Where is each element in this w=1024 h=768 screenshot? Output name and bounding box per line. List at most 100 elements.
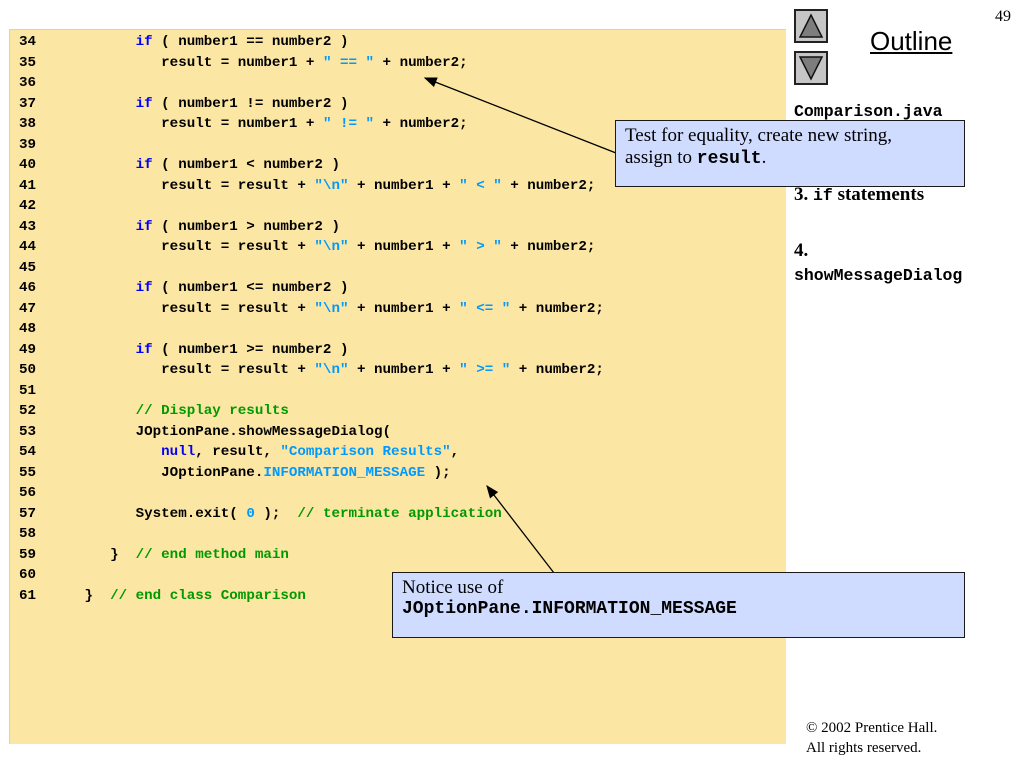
line-number: 60: [19, 567, 37, 583]
line-number: 48: [19, 321, 37, 337]
line-number: 52: [19, 403, 37, 419]
sidebar-item-3-prefix: 3.: [794, 184, 813, 205]
code-token: + number2;: [374, 54, 468, 71]
code-line: 49 if ( number1 >= number2 ): [19, 340, 604, 361]
equality-callout: Test for equality, create new string, as…: [615, 120, 965, 187]
sidebar-item-3-code: if: [813, 186, 833, 205]
code-line: 42: [19, 196, 604, 217]
code-line: 48: [19, 319, 604, 340]
code-line: 58: [19, 524, 604, 545]
sidebar-item-4-code: showMessageDialog: [794, 266, 963, 285]
code-token: result = result +: [59, 362, 315, 378]
line-number: 47: [19, 300, 37, 317]
code-token: );: [254, 505, 298, 522]
line-number: 36: [19, 75, 37, 91]
code-line: 39: [19, 135, 604, 156]
code-token: " >= ": [459, 362, 511, 378]
code-token: " != ": [322, 116, 375, 132]
code-line: 54 null, result, "Comparison Results",: [19, 442, 604, 463]
code-token: " < ": [459, 177, 502, 194]
code-token: + number1 +: [348, 300, 460, 317]
equality-callout-line2: assign to result.: [625, 147, 955, 169]
copyright: © 2002 Prentice Hall. All rights reserve…: [806, 718, 937, 758]
outline-link[interactable]: Outline: [870, 26, 953, 56]
equality-callout-line1: Test for equality, create new string,: [625, 125, 893, 146]
line-number: 34: [19, 34, 37, 50]
code-token: result = result +: [59, 239, 315, 255]
line-number: 59: [19, 546, 37, 563]
copyright-line1: © 2002 Prentice Hall.: [806, 720, 938, 736]
code-token: if: [135, 157, 153, 173]
next-slide-button[interactable]: [794, 51, 828, 85]
line-number: 53: [19, 423, 37, 440]
line-number: 46: [19, 280, 37, 296]
code-token: result = result +: [59, 177, 315, 194]
line-number: 45: [19, 259, 37, 276]
equality-callout-prefix: assign to: [625, 147, 697, 168]
line-number: 35: [19, 54, 37, 71]
code-token: ( number1 != number2 ): [152, 95, 349, 112]
code-line: 47 result = result + "\n" + number1 + " …: [19, 299, 604, 320]
code-line: 34 if ( number1 == number2 ): [19, 32, 604, 53]
code-token: // end class Comparison: [110, 587, 306, 604]
code-token: ,: [450, 444, 460, 460]
code-token: ( number1 == number2 ): [152, 34, 349, 50]
code-token: " <= ": [459, 300, 511, 317]
line-number: 55: [19, 464, 37, 481]
copyright-line2: All rights reserved.: [806, 740, 922, 756]
code-token: null: [161, 444, 196, 460]
code-token: );: [425, 464, 451, 481]
line-number: 41: [19, 177, 37, 194]
code-token: + number2;: [510, 362, 604, 378]
code-token: ( number1 >= number2 ): [152, 341, 349, 358]
line-number: 49: [19, 341, 37, 358]
code-token: ( number1 > number2 ): [152, 218, 340, 235]
code-token: }: [59, 546, 136, 563]
equality-arrow: [423, 77, 617, 154]
sidebar-item-3-suffix: statements: [832, 184, 925, 205]
line-number: 43: [19, 218, 37, 235]
code-token: + number1 +: [348, 177, 460, 194]
line-number: 57: [19, 505, 37, 522]
line-number: 38: [19, 116, 37, 132]
code-token: + number2;: [501, 239, 596, 255]
code-token: INFORMATION_MESSAGE: [263, 464, 426, 481]
code-token: ( number1 <= number2 ): [152, 280, 349, 296]
triangle-up-icon: [798, 13, 824, 38]
code-token: ( number1 < number2 ): [152, 157, 340, 173]
triangle-down-icon: [798, 56, 824, 81]
code-line: 46 if ( number1 <= number2 ): [19, 278, 604, 299]
code-token: if: [135, 95, 153, 112]
code-line: 43 if ( number1 > number2 ): [19, 217, 604, 238]
code-line: 37 if ( number1 != number2 ): [19, 94, 604, 115]
code-token: "Comparison Results": [280, 444, 451, 460]
code-token: JOptionPane.: [59, 464, 264, 481]
code-token: "\n": [314, 300, 349, 317]
previous-slide-button[interactable]: [794, 9, 828, 43]
page-number: 49: [995, 8, 1011, 25]
line-number: 39: [19, 136, 37, 153]
code-line: 38 result = number1 + " != " + number2;: [19, 114, 604, 135]
equality-callout-code: result: [696, 149, 762, 169]
line-number: 54: [19, 444, 37, 460]
code-listing: 34 if ( number1 == number2 )35 result = …: [19, 32, 604, 606]
line-number: 40: [19, 157, 37, 173]
code-line: 44 result = result + "\n" + number1 + " …: [19, 237, 604, 258]
notice-callout-line1: Notice use of: [402, 577, 504, 598]
code-token: }: [59, 587, 111, 604]
code-token: " == ": [322, 54, 375, 71]
line-number: 61: [19, 587, 37, 604]
code-token: 0: [246, 505, 255, 522]
code-line: 52 // Display results: [19, 401, 604, 422]
code-line: 57 System.exit( 0 ); // terminate applic…: [19, 504, 604, 525]
code-line: 36: [19, 73, 604, 94]
line-number: 51: [19, 382, 37, 399]
code-token: "\n": [314, 177, 349, 194]
code-line: 40 if ( number1 < number2 ): [19, 155, 604, 176]
code-token: "\n": [314, 362, 349, 378]
notice-arrow: [486, 484, 555, 574]
code-token: if: [135, 34, 153, 50]
line-number: 50: [19, 362, 37, 378]
sidebar-item-4-number: 4.: [794, 240, 809, 261]
